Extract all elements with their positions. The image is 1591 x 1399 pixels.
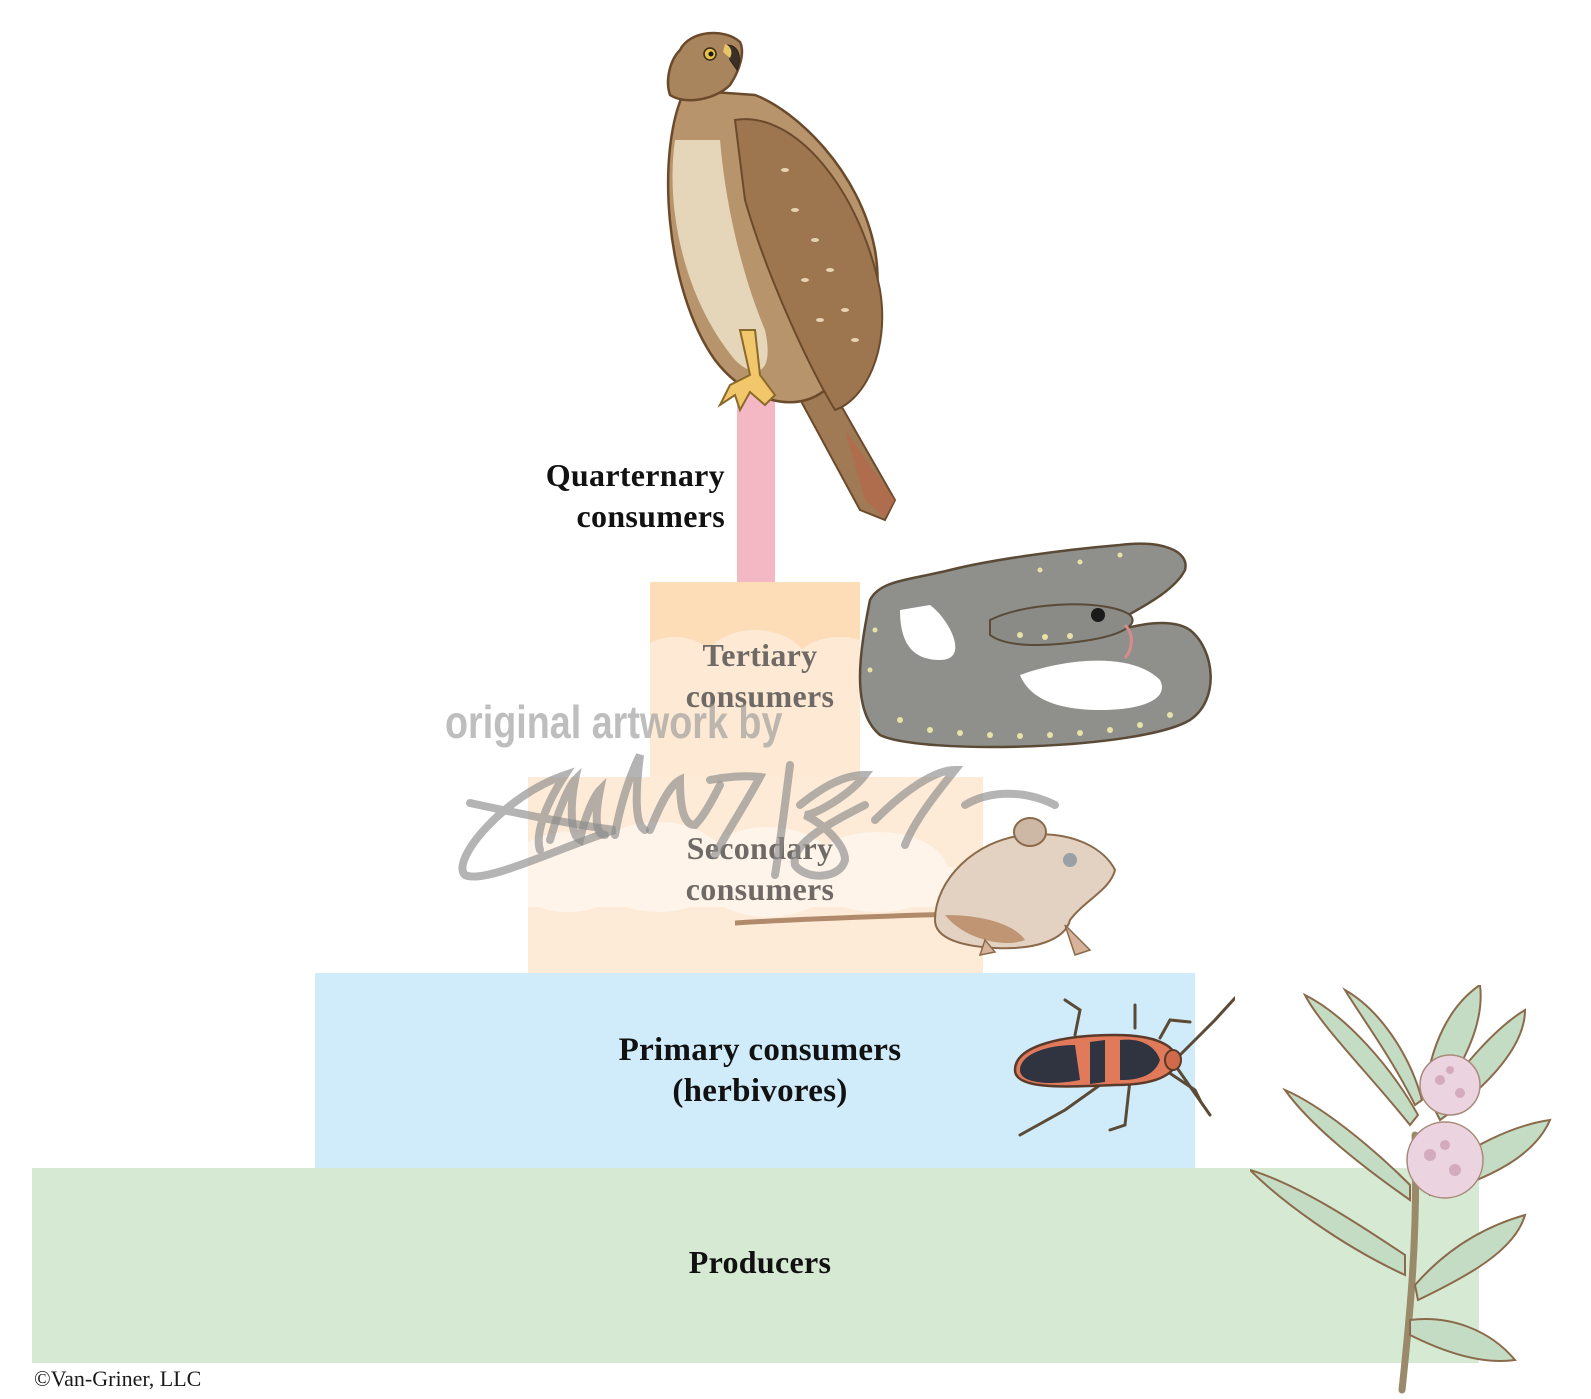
snake-illustration [858,542,1212,749]
quaternary-label: Quarternary consumers [545,457,725,534]
primary-label: Primary consumers (herbivores) [618,1032,902,1109]
copyright-notice: ©Van-Griner, LLC [34,1366,202,1391]
tertiary-label: Tertiary consumers [685,637,835,714]
mouse-illustration [735,817,1117,956]
producers-level [32,1168,1479,1363]
producers-label: Producers [688,1244,832,1280]
tertiary-consumers-level [650,582,860,777]
milkweed-bug-illustration [1013,996,1235,1137]
quaternary-consumers-level [737,385,775,582]
milkweed-plant-illustration [1250,985,1552,1394]
hawk-illustration [666,31,897,522]
